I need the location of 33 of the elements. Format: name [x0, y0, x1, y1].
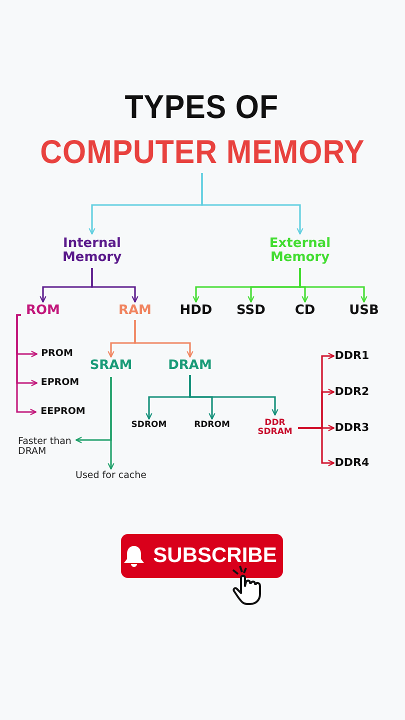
node-label: RAM	[115, 302, 155, 320]
node-label: SRAM	[87, 357, 135, 375]
node-label: DDR1	[334, 348, 370, 364]
node-label: RDROM	[188, 419, 236, 433]
node-label: HDD	[176, 302, 216, 320]
arrow	[299, 268, 368, 303]
node-label: External Memory	[257, 234, 343, 268]
node-label: SSD	[231, 302, 271, 320]
node-label: Faster than DRAM	[18, 434, 74, 460]
node-label: DDR2	[334, 384, 370, 400]
node-label: DDR4	[334, 455, 370, 471]
node-label: DDR3	[334, 420, 370, 436]
arrow	[201, 173, 304, 235]
node-label: Used for cache	[66, 469, 156, 483]
arrow	[16, 314, 37, 416]
node-label: PROM	[37, 347, 77, 361]
node-label: EEPROM	[36, 405, 90, 419]
node-label: USB	[344, 302, 384, 320]
title-text: COMPUTER MEMORY	[40, 132, 364, 172]
node-label: EPROM	[37, 376, 83, 390]
arrow	[298, 427, 335, 466]
arrow	[91, 268, 138, 303]
arrow	[108, 377, 114, 470]
node-label: Internal Memory	[49, 234, 135, 268]
node-label: CD	[287, 302, 323, 320]
node-label: DRAM	[166, 357, 214, 375]
arrow	[189, 375, 278, 416]
node-label: DDR SDRAM	[252, 415, 298, 441]
node-label: SDROM	[125, 419, 173, 433]
subscribe-button: SUBSCRIBE	[121, 534, 283, 578]
node-label: ROM	[23, 302, 63, 320]
title-text: TYPES OF	[125, 87, 279, 128]
arrow	[134, 320, 194, 358]
